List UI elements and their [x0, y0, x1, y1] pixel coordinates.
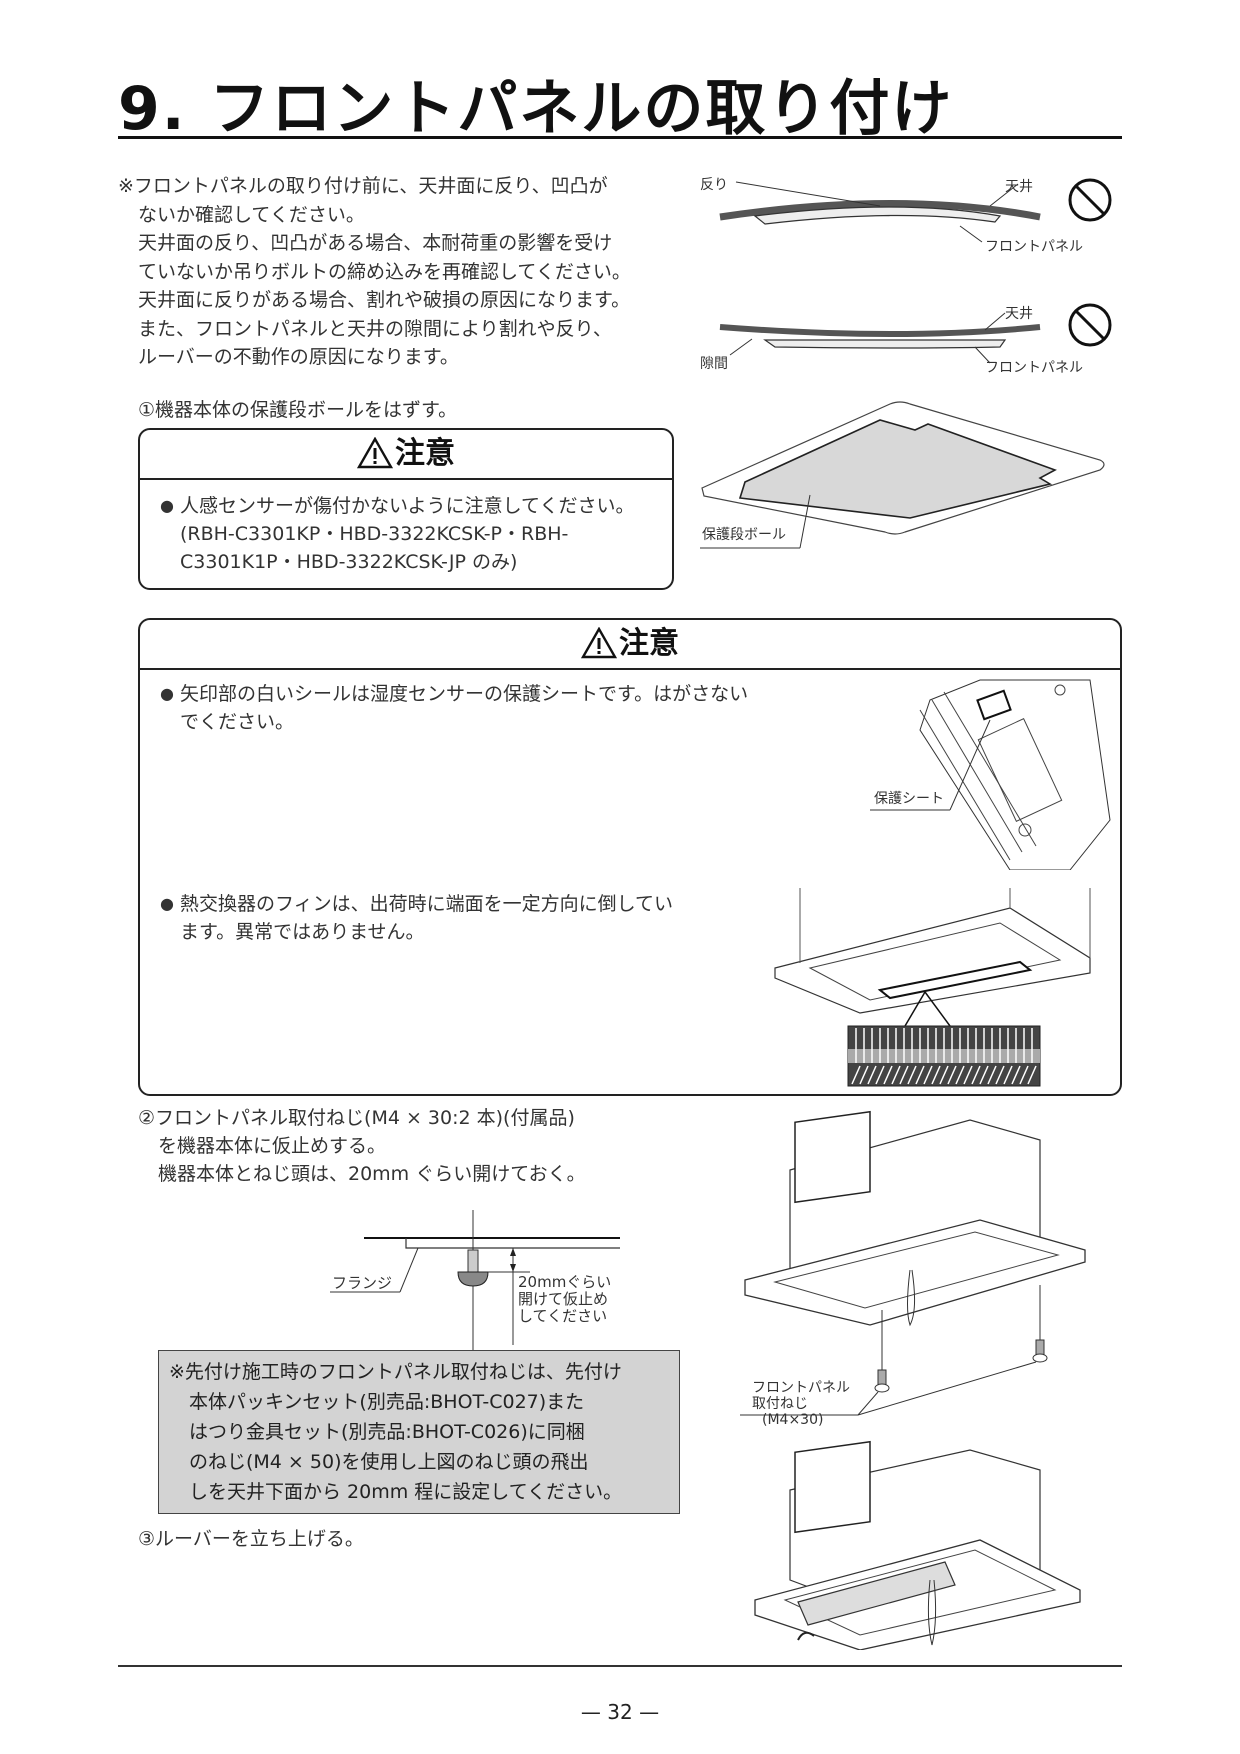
figure-ceiling-warp: 反り 天井 フロントパネル [700, 170, 1120, 260]
gap-note-line: 20mmぐらい [518, 1273, 612, 1291]
screw-label-line: (M4×30) [762, 1412, 824, 1428]
caution-item: 人感センサーが傷付かないように注意してください。 (RBH-C3301KP・HB… [160, 492, 652, 576]
intro-note: ※フロントパネルの取り付け前に、天井面に反り、凹凸が ないか確認してください。 … [118, 172, 678, 372]
gap-note-line: 開けて仮止め [518, 1290, 609, 1308]
label-ceiling: 天井 [1005, 179, 1033, 195]
step-3: ③ルーバーを立ち上げる。 [138, 1528, 364, 1550]
footer-divider [118, 1665, 1122, 1667]
caution-line: 矢印部の白いシールは湿度センサーの保護シートです。はがさない [180, 683, 749, 705]
title-divider [118, 136, 1122, 139]
caution-line: ます。異常ではありません。 [180, 921, 425, 943]
intro-line: ないか確認してください。 [138, 203, 365, 226]
caution-header: 注意 [140, 430, 672, 480]
screw-label-line: 取付ねじ [752, 1396, 808, 1412]
pre-install-note: ※先付け施工時のフロントパネル取付ねじは、先付け 本体パッキンセット(別売品:B… [158, 1350, 680, 1514]
figure-unit-screws: フロントパネル 取付ねじ (M4×30) [740, 1100, 1120, 1430]
caution-line: でください。 [180, 711, 295, 733]
caution-item: 矢印部の白いシールは湿度センサーの保護シートです。はがさない でください。 [160, 680, 820, 736]
figure-ceiling-gap: 隙間 天井 フロントパネル [700, 295, 1120, 385]
page-title: 9. フロントパネルの取り付け [118, 74, 954, 144]
intro-line: ていないか吊りボルトの締め込みを再確認してください。 [138, 260, 631, 283]
warning-triangle-icon [356, 436, 394, 469]
caution-line: C3301K1P・HBD-3322KCSK-JP のみ) [180, 551, 518, 573]
caution-heading: 注意 [395, 436, 455, 471]
intro-line: 天井面の反り、凹凸がある場合、本耐荷重の影響を受け [138, 232, 613, 254]
step-line: ②フロントパネル取付ねじ(M4 × 30:2 本)(付属品) [138, 1107, 575, 1129]
figure-humidity-sensor: 保護シート [860, 670, 1115, 871]
warning-triangle-icon [580, 626, 618, 659]
label-protective-cardboard: 保護段ボール [702, 527, 786, 543]
gap-note-line: してください [518, 1307, 608, 1325]
label-front-panel-screws: フロントパネル 取付ねじ (M4×30) [752, 1380, 850, 1428]
label-flange: フランジ [332, 1274, 393, 1292]
intro-line: また、フロントパネルと天井の隙間により割れや反り、 [138, 317, 612, 340]
note-line: ※先付け施工時のフロントパネル取付ねじは、先付け [169, 1361, 622, 1383]
label-gap-note: 20mmぐらい 開けて仮止め してください [518, 1274, 611, 1325]
label-gap: 隙間 [700, 356, 728, 372]
caution-box-1: 注意 人感センサーが傷付かないように注意してください。 (RBH-C3301KP… [138, 428, 674, 590]
figure-screw-gap: フランジ 20mmぐらい 開けて仮止め してください [320, 1210, 640, 1350]
figure-heat-exchanger-fins [760, 888, 1110, 1088]
label-ceiling: 天井 [1005, 306, 1033, 322]
screw-label-line: フロントパネル [752, 1380, 850, 1396]
prohibited-icon [1070, 180, 1110, 220]
step-line: を機器本体に仮止めする。 [158, 1135, 387, 1157]
step-2: ②フロントパネル取付ねじ(M4 × 30:2 本)(付属品) を機器本体に仮止め… [138, 1104, 698, 1188]
label-warp: 反り [700, 177, 728, 193]
figure-protective-cardboard: 保護段ボール [700, 400, 1110, 550]
caution-item: 熱交換器のフィンは、出荷時に端面を一定方向に倒してい ます。異常ではありません。 [160, 890, 780, 946]
caution-body: 人感センサーが傷付かないように注意してください。 (RBH-C3301KP・HB… [140, 480, 672, 588]
caution-heading: 注意 [619, 626, 679, 661]
figure-louver-raised [740, 1440, 1120, 1651]
label-front-panel: フロントパネル [985, 360, 1083, 376]
intro-line: ルーバーの不動作の原因になります。 [138, 346, 459, 368]
page-number: — 32 — [580, 1700, 660, 1724]
caution-line: 人感センサーが傷付かないように注意してください。 [180, 495, 635, 517]
caution-body: 矢印部の白いシールは湿度センサーの保護シートです。はがさない でください。 熱交… [140, 670, 1120, 958]
note-line: はつり金具セット(別売品:BHOT-C026)に同梱 [189, 1421, 585, 1443]
intro-line: ※フロントパネルの取り付け前に、天井面に反り、凹凸が [118, 175, 608, 197]
label-protective-sheet: 保護シート [874, 791, 944, 807]
note-line: のねじ(M4 × 50)を使用し上図のねじ頭の飛出 [189, 1451, 589, 1473]
caution-line: (RBH-C3301KP・HBD-3322KCSK-P・RBH- [180, 523, 569, 545]
note-line: 本体パッキンセット(別売品:BHOT-C027)また [189, 1391, 585, 1413]
note-line: しを天井下面から 20mm 程に設定してください。 [189, 1481, 623, 1503]
caution-header: 注意 [140, 620, 1120, 670]
prohibited-icon [1070, 305, 1110, 345]
intro-line: 天井面に反りがある場合、割れや破損の原因になります。 [138, 289, 631, 311]
label-front-panel: フロントパネル [985, 239, 1083, 255]
step-1: ①機器本体の保護段ボールをはずす。 [138, 399, 458, 421]
step-line: 機器本体とねじ頭は、20mm ぐらい開けておく。 [158, 1163, 586, 1185]
caution-box-2: 注意 矢印部の白いシールは湿度センサーの保護シートです。はがさない でください。… [138, 618, 1122, 1096]
caution-line: 熱交換器のフィンは、出荷時に端面を一定方向に倒してい [180, 893, 674, 915]
